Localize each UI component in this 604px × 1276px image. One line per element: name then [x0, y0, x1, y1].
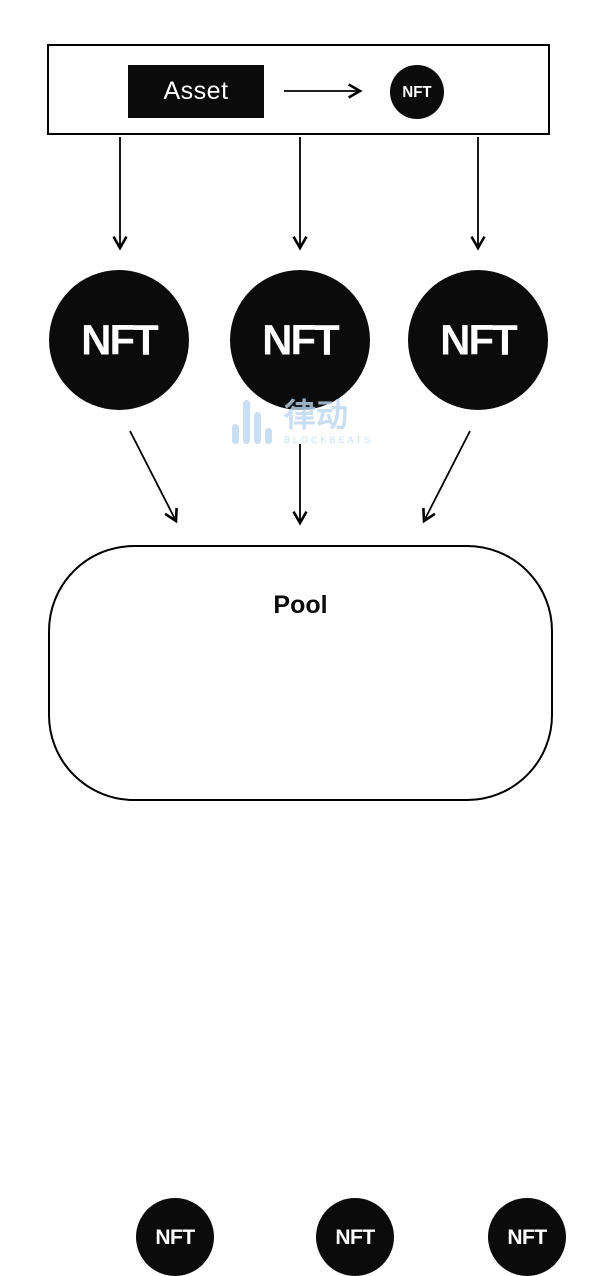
nft-circle-2-label: NFT	[262, 315, 340, 364]
arrow-circle1-to-pool	[129, 430, 178, 524]
pool-nft-1-label: NFT	[155, 1225, 195, 1249]
pool-container: Pool NFT NFT NFT	[48, 545, 566, 1276]
watermark-bars-icon	[232, 399, 272, 444]
nft-circle-1: NFT	[49, 270, 189, 410]
pool-nft-2-label: NFT	[335, 1225, 375, 1249]
diagram-canvas: Asset NFT 律动 BLOCKBEATS NFT NFT NFT Pool…	[47, 44, 566, 1276]
watermark: 律动 BLOCKBEATS	[232, 397, 374, 446]
pool-nft-3-label: NFT	[507, 1225, 547, 1249]
asset-label: Asset	[163, 77, 229, 105]
arrow-circle3-to-pool	[422, 430, 471, 524]
asset-label-box: Asset	[128, 65, 264, 118]
pool-nft-circle-2: NFT	[316, 1198, 394, 1276]
nft-badge-top-label: NFT	[402, 83, 432, 101]
watermark-name: 律动	[284, 397, 349, 433]
nft-circle-1-label: NFT	[81, 315, 159, 364]
watermark-text: 律动 BLOCKBEATS	[284, 397, 374, 446]
nft-circle-3: NFT	[408, 270, 548, 410]
nft-badge-top: NFT	[390, 65, 444, 119]
pool-nft-circle-3: NFT	[488, 1198, 566, 1276]
nft-circle-3-label: NFT	[440, 315, 518, 364]
pool-nft-circle-1: NFT	[136, 1198, 214, 1276]
asset-minting-box: Asset NFT	[47, 44, 550, 135]
watermark-subtitle: BLOCKBEATS	[284, 435, 374, 446]
nft-circle-2: NFT	[230, 270, 370, 410]
pool-label: Pool	[273, 591, 328, 619]
